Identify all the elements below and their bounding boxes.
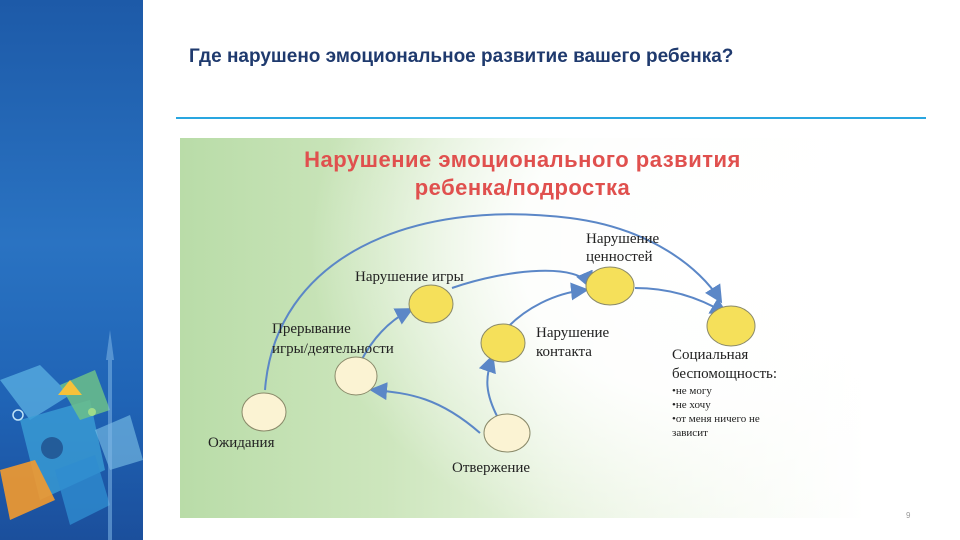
helplessness-item: зависит — [672, 427, 708, 439]
people-icon — [41, 437, 63, 459]
decor-circle — [12, 409, 24, 421]
arrow-rejection-to-contact — [478, 354, 499, 419]
helplessness-item: •не хочу — [672, 399, 711, 411]
arrow-rejection-to-interruption — [369, 382, 481, 434]
label-expectations: Ожидания — [208, 435, 275, 451]
arrow-interruption-to-play — [359, 308, 414, 364]
label-values-1: Нарушение — [586, 231, 660, 247]
decor-shape — [0, 460, 55, 520]
page-number: 9 — [906, 511, 911, 520]
label-values-2: ценностей — [586, 249, 653, 265]
helplessness-item: •не могу — [672, 385, 712, 397]
label-contact-2: контакта — [536, 344, 592, 360]
slide-title: Где нарушено эмоциональное развитие ваше… — [189, 46, 734, 67]
node-values — [585, 266, 635, 306]
arrow-values-to-helplessness — [634, 287, 729, 316]
node-helplessness — [706, 305, 756, 347]
label-helplessness-2: беспомощность: — [672, 366, 778, 382]
arrow-play-to-values — [451, 269, 593, 290]
title-divider — [176, 117, 926, 119]
decor-triangle — [58, 380, 82, 395]
spire-icon — [106, 330, 114, 360]
node-play — [408, 284, 454, 324]
decor-circle — [88, 408, 96, 416]
arrow-expectations-to-helplessness — [264, 213, 723, 391]
node-interruption — [334, 356, 378, 396]
decor-shape — [0, 365, 70, 420]
diagram-canvas — [241, 213, 756, 453]
decor-shape — [95, 415, 143, 470]
helplessness-item: •от меня ничего не — [672, 413, 760, 425]
label-interruption-1: Прерывание — [272, 321, 351, 337]
diagram-title-line1: Нарушение эмоционального развития — [304, 147, 741, 172]
label-contact-1: Нарушение — [536, 325, 610, 341]
tower-outline — [108, 360, 112, 540]
label-rejection: Отвержение — [452, 460, 531, 476]
node-rejection — [483, 413, 531, 453]
diagram-image: Нарушение эмоционального развития ребенк… — [180, 138, 865, 518]
label-interruption-2: игры/деятельности — [272, 341, 394, 357]
sidebar-decoration — [0, 0, 143, 540]
decor-shape — [60, 370, 110, 420]
node-expectations — [241, 392, 287, 432]
node-contact — [480, 323, 526, 363]
diagram-title-line2: ребенка/подростка — [414, 175, 631, 200]
label-play: Нарушение игры — [355, 269, 464, 285]
decor-shape — [55, 455, 110, 525]
sidebar-ornament — [0, 330, 143, 540]
arrow-contact-to-values — [504, 282, 589, 331]
label-helplessness-1: Социальная — [672, 347, 749, 363]
